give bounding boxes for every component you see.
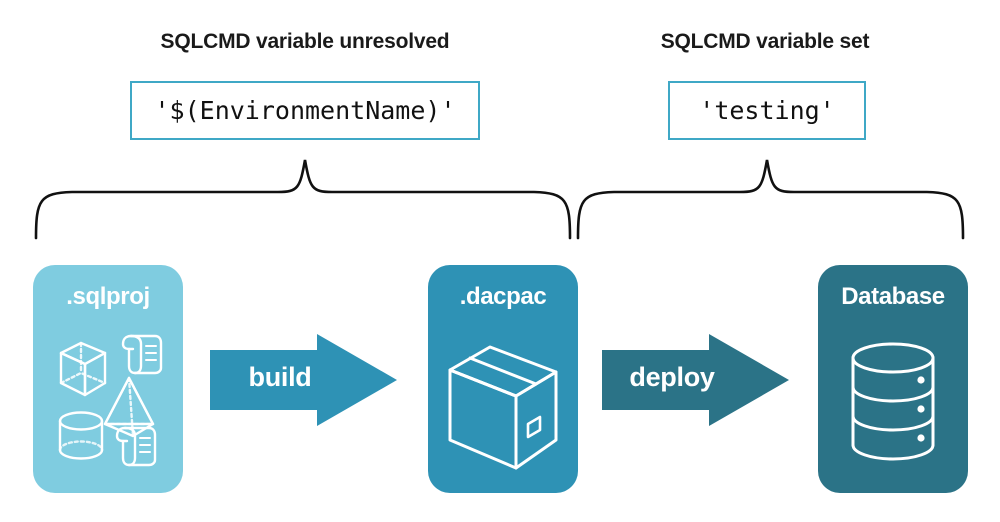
artifact-label-sqlproj: .sqlproj	[66, 283, 150, 310]
dacpac-contents-art	[448, 345, 558, 470]
artifact-box-dacpac: .dacpac	[428, 265, 578, 493]
artifact-label-database: Database	[841, 283, 945, 310]
pyramid-wireframe-icon	[103, 376, 155, 438]
arrow-build: build	[205, 332, 405, 428]
sqlcmd-value-set: 'testing'	[699, 96, 835, 125]
arrow-deploy-shape	[602, 334, 789, 426]
sqlcmd-value-box-unresolved: '$(EnvironmentName)'	[130, 81, 480, 140]
group-heading-set: SQLCMD variable set	[660, 30, 870, 53]
artifact-label-dacpac: .dacpac	[459, 283, 547, 310]
sqlcmd-value-box-set: 'testing'	[668, 81, 866, 140]
script-scroll-icon	[121, 334, 163, 375]
script-scroll-icon	[115, 426, 157, 467]
database-cylinder-icon	[851, 342, 935, 461]
database-contents-art	[851, 342, 935, 461]
arrow-deploy: deploy	[597, 332, 797, 428]
cube-wireframe-icon	[59, 341, 107, 397]
group-heading-unresolved: SQLCMD variable unresolved	[160, 30, 450, 53]
cylinder-wireframe-icon	[58, 411, 104, 460]
sqlproj-contents-art	[58, 334, 163, 467]
artifact-box-database: Database	[818, 265, 968, 493]
sqlcmd-value-unresolved: '$(EnvironmentName)'	[154, 96, 456, 125]
brace-deploy-phase	[576, 159, 965, 240]
package-box-icon	[448, 345, 558, 470]
arrow-build-shape	[210, 334, 397, 426]
brace-build-phase	[34, 159, 572, 240]
artifact-box-sqlproj: .sqlproj	[33, 265, 183, 493]
